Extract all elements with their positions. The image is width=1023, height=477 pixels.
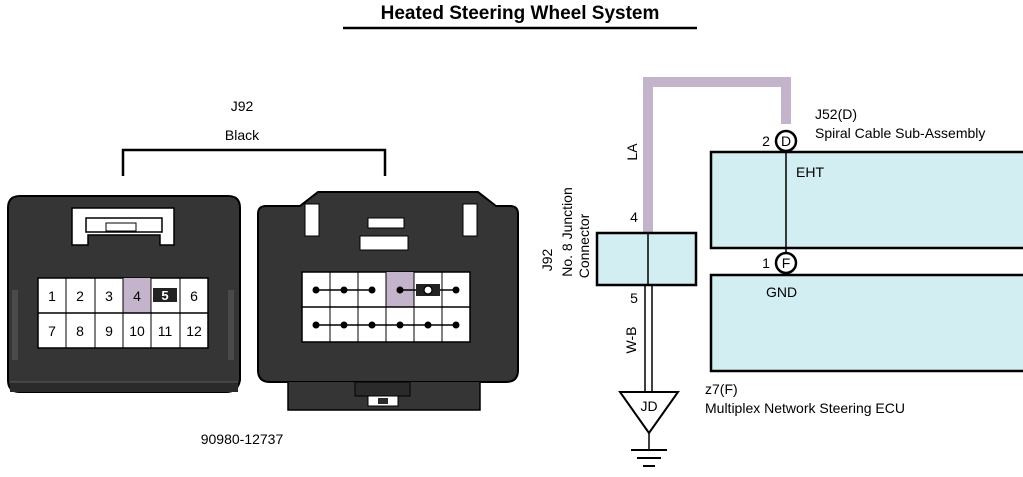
junction-pin-bottom: 5 (630, 290, 638, 306)
pin-label: 8 (76, 323, 84, 339)
connector-bracket (121, 148, 387, 176)
la-wire (643, 77, 791, 232)
junction-id: J92 (539, 249, 555, 272)
pin-label: 1 (48, 288, 56, 304)
junction-pin-top: 4 (630, 209, 638, 225)
junction-name-line1: No. 8 Junction (559, 187, 575, 277)
la-wire-label: LA (624, 143, 640, 161)
pin-label: 12 (186, 323, 202, 339)
junction-name-line2: Connector (576, 213, 592, 278)
pin-f-circle (774, 251, 798, 275)
ground-label: JD (640, 398, 657, 414)
connector-front-view (7, 195, 241, 393)
pin-label: 7 (48, 323, 56, 339)
pin-label: 11 (158, 323, 173, 339)
spiral-id: J52(D) (815, 106, 857, 122)
connector-id: J92 (231, 98, 254, 114)
pin-label: 3 (105, 288, 113, 304)
pin-d-number: 2 (762, 133, 770, 149)
ecu-box (709, 273, 1023, 373)
pin-d-label: D (781, 133, 791, 149)
pin-d-circle (774, 129, 798, 153)
connector-rear-view (257, 191, 519, 411)
pin-f-label: F (782, 255, 791, 271)
pin-label: 10 (129, 323, 145, 339)
junction-connector-box (595, 231, 698, 287)
gnd-label: GND (766, 284, 797, 300)
diagram-title: Heated Steering Wheel System (381, 3, 660, 24)
pin-label: 2 (76, 288, 84, 304)
pin-f-number: 1 (762, 255, 770, 271)
connector-color: Black (225, 127, 260, 143)
ecu-name: Multiplex Network Steering ECU (705, 400, 905, 416)
spiral-cable-box (709, 150, 1023, 250)
pin-labels: 1 2 3 4 5 6 7 8 9 10 11 12 (48, 288, 202, 339)
spiral-name: Spiral Cable Sub-Assembly (815, 125, 985, 141)
pin-label: 4 (133, 288, 141, 304)
part-number: 90980-12737 (201, 431, 284, 447)
ground-triangle (618, 391, 680, 435)
pin-4-highlight (123, 278, 151, 313)
eht-label: EHT (796, 164, 824, 180)
pin-label: 9 (105, 323, 113, 339)
ecu-id: z7(F) (705, 381, 738, 397)
pin-label: 6 (190, 288, 198, 304)
wb-wire-label: W-B (623, 327, 639, 354)
pin-label: 5 (161, 288, 168, 303)
